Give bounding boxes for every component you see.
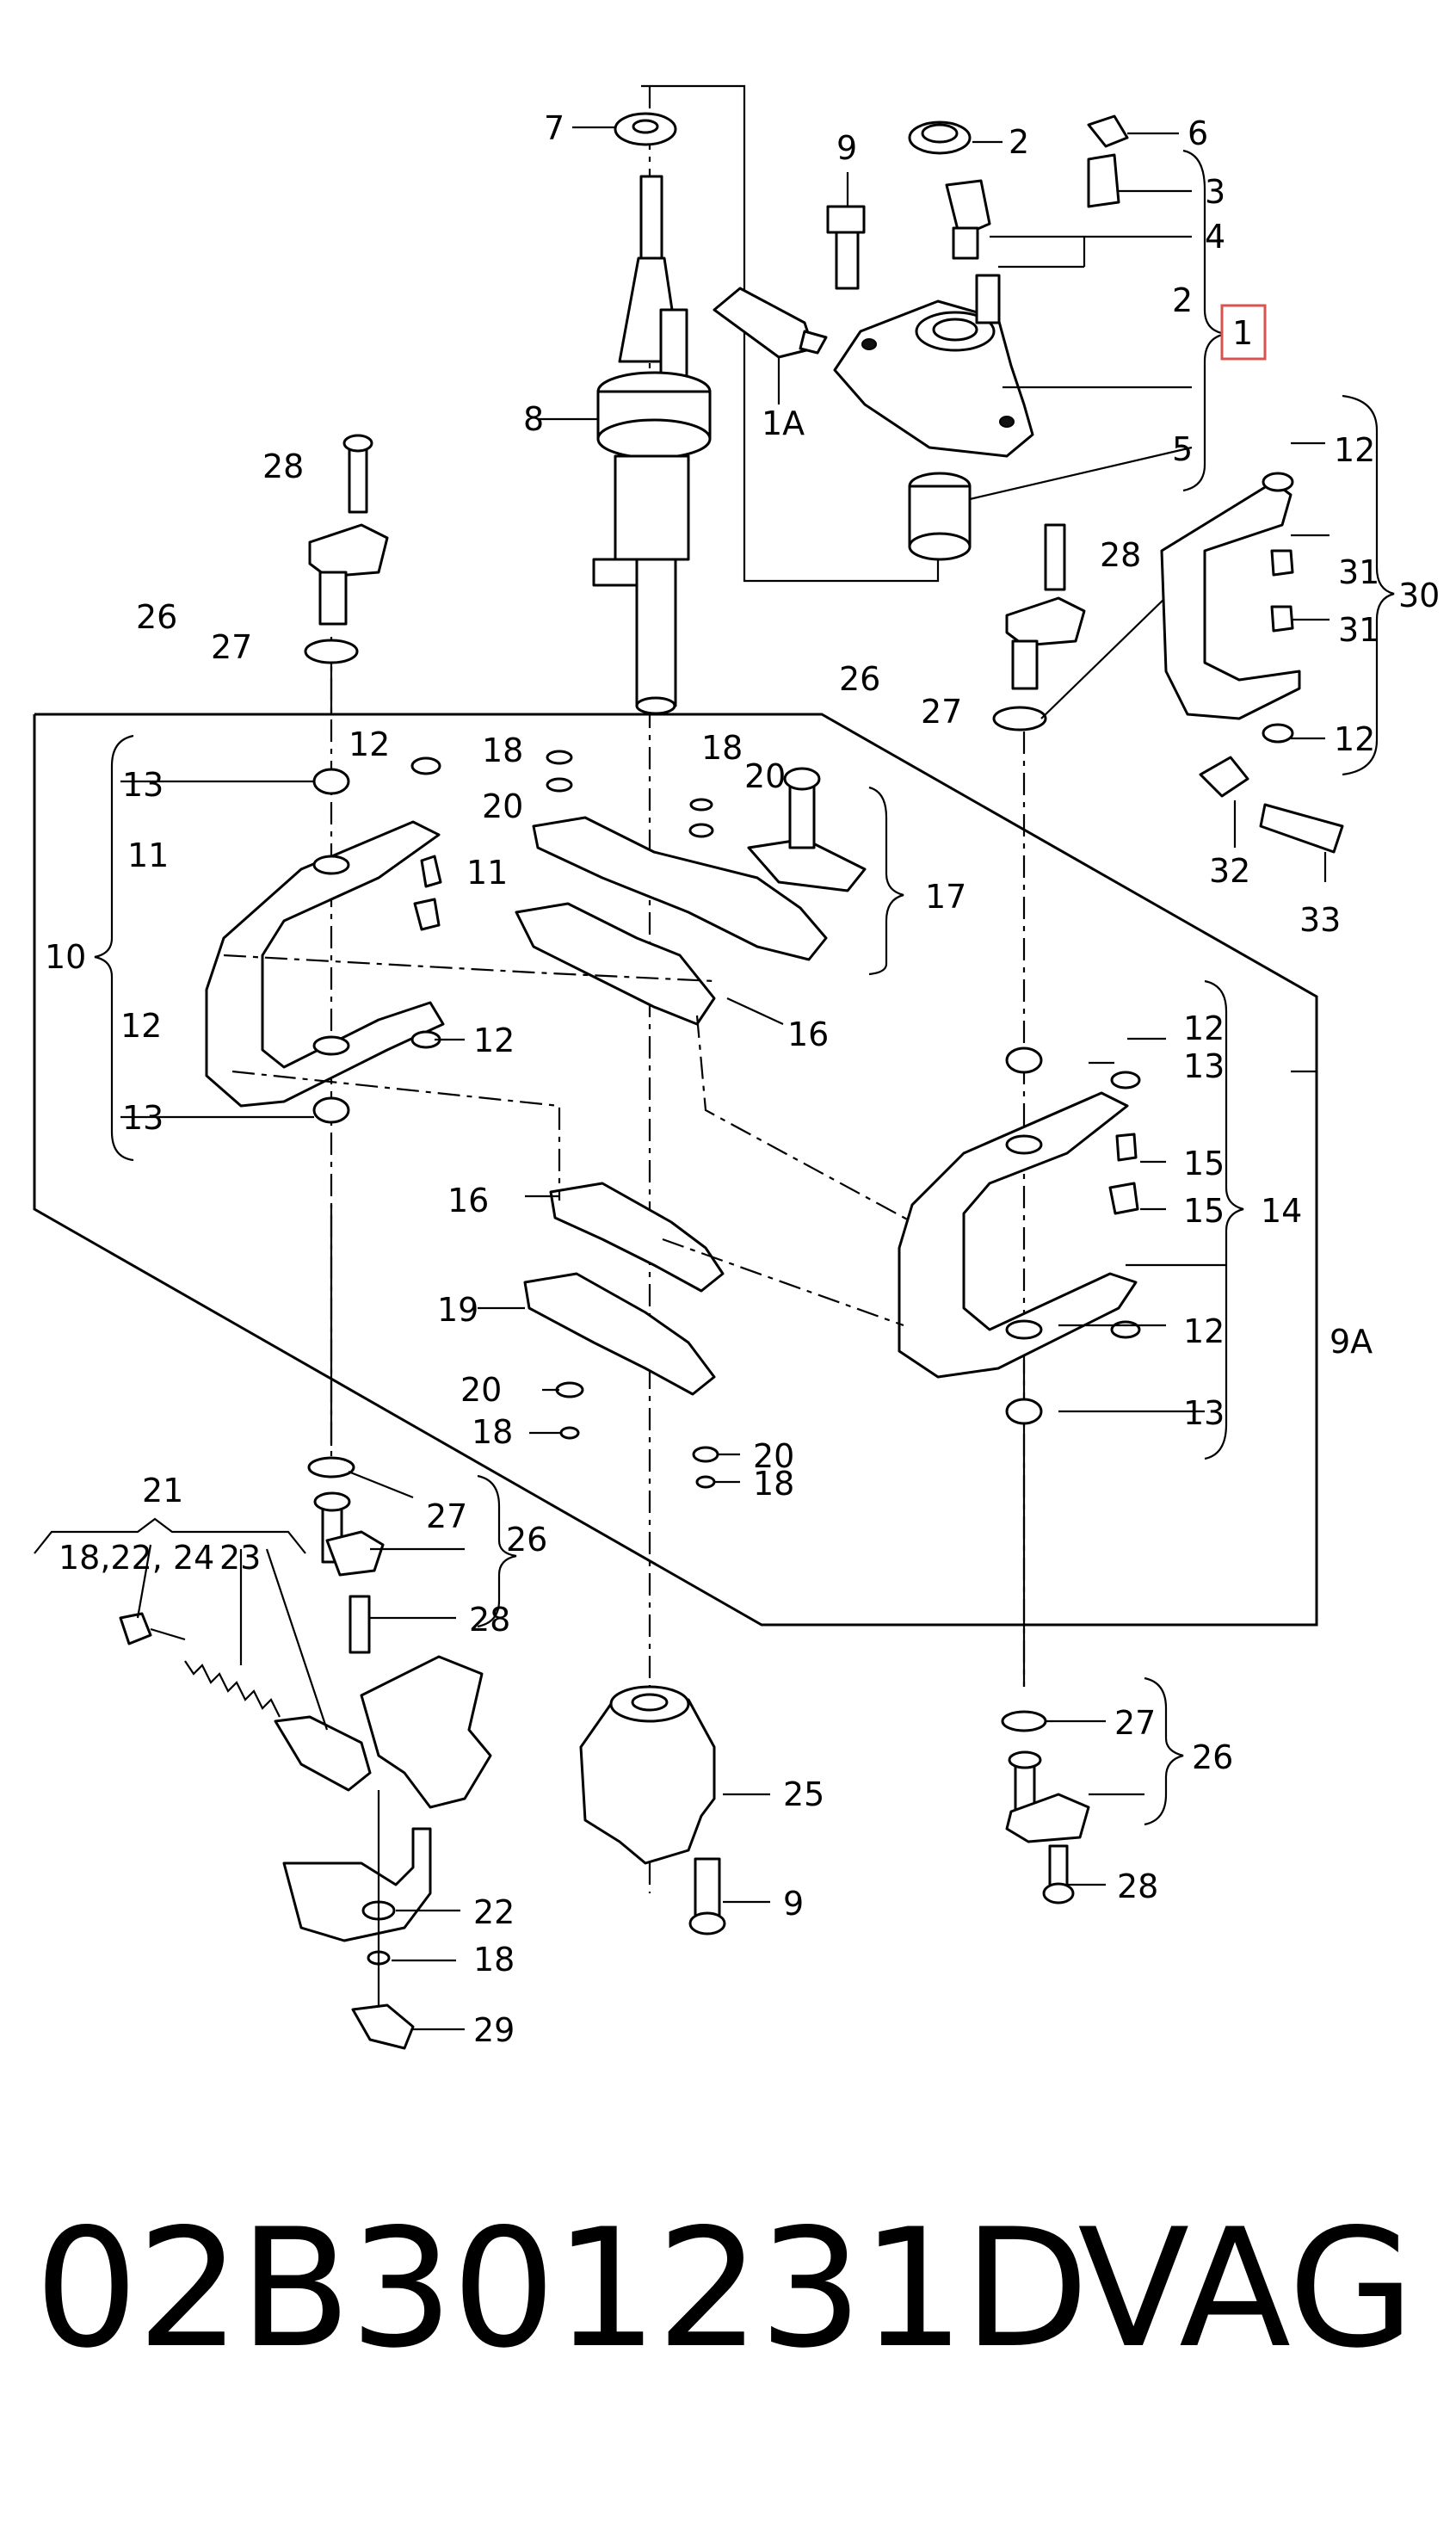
callout-27-c: 27 (426, 1497, 467, 1535)
part-2-seal (908, 120, 1003, 155)
callout-4: 4 (1205, 218, 1225, 256)
part-25-housing (579, 1685, 726, 1935)
callout-15-b: 15 (1183, 1192, 1225, 1230)
callout-1A: 1A (762, 404, 805, 442)
callout-27-a: 27 (211, 628, 252, 666)
callout-20-c: 20 (460, 1371, 502, 1409)
footer: 02B301231D VAG (0, 2203, 1456, 2375)
callout-27-b: 27 (921, 693, 962, 731)
part-17-plate (515, 767, 867, 1026)
callout-9-top: 9 (836, 129, 857, 167)
callout-17: 17 (925, 878, 966, 916)
callout-19: 19 (437, 1291, 478, 1329)
callout-21: 21 (142, 1472, 183, 1509)
callout-27-d: 27 (1114, 1704, 1156, 1742)
callout-11-right: 11 (466, 854, 508, 892)
callout-20-a: 20 (482, 787, 523, 825)
callout-18-a: 18 (482, 732, 523, 769)
callout-12-f: 12 (1183, 1009, 1225, 1047)
callout-25: 25 (783, 1775, 824, 1813)
callout-15-a: 15 (1183, 1145, 1225, 1182)
part-16-19-plates (523, 1182, 725, 1396)
callout-13-b: 13 (122, 1099, 163, 1137)
part-10-fork-bracket (205, 756, 445, 1124)
part-26-left-top (304, 434, 389, 664)
callout-12-b: 12 (120, 1007, 162, 1045)
callout-20-b: 20 (744, 757, 786, 795)
part-14-fork-bracket (898, 1046, 1141, 1425)
part-6-cap (1087, 114, 1179, 148)
callout-13-d: 13 (1183, 1394, 1225, 1432)
callout-2-side: 2 (1172, 281, 1193, 319)
callout-5: 5 (1172, 430, 1193, 468)
callout-12-e: 12 (1334, 720, 1375, 758)
part-7-washer (572, 112, 677, 146)
callout-26-a: 26 (136, 598, 177, 636)
callout-26-b: 26 (839, 660, 880, 698)
part-3-sleeve (1087, 153, 1192, 208)
callout-26-d: 26 (1192, 1738, 1233, 1776)
callout-18-d: 18 (753, 1465, 794, 1503)
part-8-shift-shaft (538, 175, 712, 715)
callout-28-b: 28 (1100, 536, 1141, 574)
callout-28-d: 28 (1117, 1868, 1158, 1905)
callout-8: 8 (523, 400, 544, 438)
callout-28-c: 28 (469, 1601, 510, 1639)
callout-14: 14 (1261, 1192, 1302, 1230)
callout-33: 33 (1299, 901, 1341, 939)
parts-diagram: 1 1A 2 2 3 4 5 6 7 8 9 9 9A 10 11 11 12 … (33, 84, 1440, 2050)
callout-30: 30 (1398, 577, 1440, 614)
callout-18-b: 18 (701, 729, 743, 767)
callout-9A: 9A (1330, 1323, 1373, 1361)
callout-31-b: 31 (1338, 611, 1379, 649)
part-1A-pin (713, 287, 828, 404)
callout-18-c: 18 (472, 1413, 513, 1451)
part-5-bushing (908, 446, 1193, 561)
callout-26-c: 26 (506, 1521, 547, 1559)
callout-18-e: 18 (473, 1941, 515, 1979)
callout-29: 29 (473, 2011, 515, 2049)
callout-32: 32 (1209, 852, 1250, 890)
part-26-right-bottom (1001, 1710, 1090, 1905)
callout-13-a: 13 (122, 766, 163, 804)
callout-12-d: 12 (1334, 431, 1375, 469)
callout-31-a: 31 (1338, 553, 1379, 591)
brand-name: VAG (1077, 2194, 1415, 2384)
callout-28-a: 28 (262, 448, 304, 485)
callout-labels: 1 1A 2 2 3 4 5 6 7 8 9 9 9A 10 11 11 12 … (45, 109, 1440, 2049)
callout-20-d: 20 (753, 1437, 794, 1475)
callout-7: 7 (544, 109, 565, 147)
callout-10: 10 (45, 938, 86, 976)
callout-1-highlight (1220, 304, 1267, 361)
callout-3: 3 (1205, 173, 1225, 211)
part-4-plug (945, 179, 1192, 269)
callout-23: 23 (219, 1539, 261, 1577)
callout-16-lower: 16 (447, 1182, 489, 1219)
callout-12-c: 12 (473, 1022, 515, 1059)
part-30-bracket (1160, 441, 1344, 854)
part-number: 02B301231D (34, 2194, 1089, 2384)
callout-6: 6 (1188, 114, 1208, 152)
callout-18-22-24: 18,22, 24 (59, 1539, 214, 1577)
part-1-housing (833, 274, 1192, 458)
callout-13-c: 13 (1183, 1047, 1225, 1085)
callout-1: 1 (1232, 314, 1253, 352)
assembly-frame (33, 713, 1318, 1627)
callout-12-g: 12 (1183, 1312, 1225, 1350)
callout-11-left: 11 (127, 837, 169, 874)
callout-12-a: 12 (349, 725, 390, 763)
callout-2-top: 2 (1009, 123, 1029, 161)
part-21-assembly (119, 1456, 492, 2050)
callout-9-bottom: 9 (783, 1885, 804, 1923)
callout-22: 22 (473, 1893, 515, 1931)
callout-16-upper: 16 (787, 1016, 829, 1053)
part-9-bolt (826, 172, 866, 290)
